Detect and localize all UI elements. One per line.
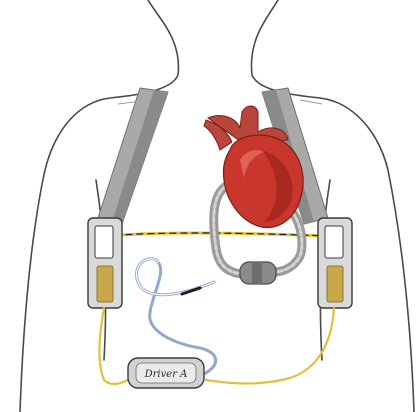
left-battery-window: [95, 226, 113, 258]
right-battery-window: [325, 226, 343, 258]
pump-body-band: [252, 262, 262, 284]
controller-label: Driver A: [144, 369, 188, 380]
right-lead-wire: [206, 308, 334, 384]
left-battery-cell: [97, 266, 113, 302]
driveline-white-core: [136, 259, 214, 295]
driveline-blue: [136, 259, 215, 374]
controller: Driver A: [128, 358, 204, 388]
right-battery-pack: [318, 218, 352, 308]
driveline: [136, 259, 215, 374]
right-battery-cell: [327, 266, 343, 302]
left-battery-pack: [88, 218, 122, 308]
right-collarbone: [300, 100, 322, 104]
